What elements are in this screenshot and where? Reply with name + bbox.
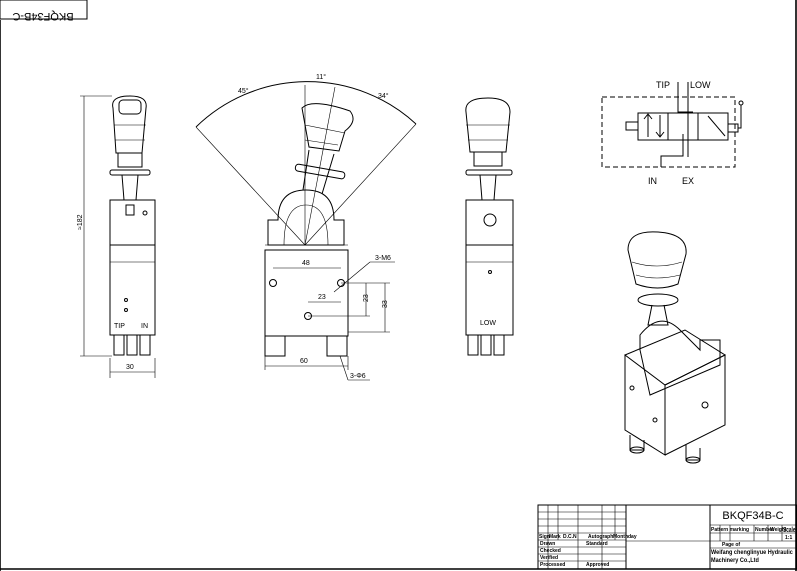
left-view: TIP IN ≈182 30 (77, 95, 156, 378)
number-label: Number (755, 527, 774, 533)
angle-label-left: 45° (238, 87, 249, 95)
port-label-in: IN (141, 323, 148, 330)
hole-note: 3-Φ6 (350, 373, 366, 380)
dimension-23-vertical: 23 (363, 294, 370, 302)
angle-label-right: 34° (378, 92, 389, 100)
schematic-tip: TIP (656, 80, 670, 90)
dimension-60: 60 (300, 358, 308, 365)
angle-label-center: 11° (316, 73, 326, 81)
processed-label: Processed (540, 562, 565, 568)
scale-value: 1:1 (785, 535, 792, 541)
model-number: BKQF34B-C (722, 510, 783, 522)
verified-label: Verified (540, 555, 558, 561)
company-name: Weifang chenglinyue Hydraulic Machinery … (711, 549, 793, 564)
schematic-in: IN (648, 176, 657, 186)
corner-label-text: BKQF34B-C (12, 10, 73, 22)
dimension-23-horizontal: 23 (318, 294, 326, 301)
corner-label: BKQF34B-C (0, 0, 88, 22)
side-view: LOW (465, 97, 514, 356)
hydraulic-schematic: TIP LOW IN EX (601, 80, 744, 186)
front-view: 45° 11° 34° 48 23 23 33 3-M6 60 3-Φ6 (195, 73, 417, 381)
date-label: Monthday (613, 534, 637, 540)
dimension-48: 48 (302, 260, 310, 267)
port-label-low: LOW (480, 320, 496, 327)
pattern-marking-label: Pattern marking (711, 527, 749, 533)
autograph-label: Autograph (588, 534, 613, 540)
dimension-33: 33 (382, 300, 389, 308)
schematic-ex: EX (682, 176, 694, 186)
height-dimension: ≈182 (77, 214, 84, 230)
mark-label: Mark (549, 534, 561, 540)
isometric-view (624, 231, 727, 464)
dcn-label: D.C.N (563, 534, 577, 540)
weight-label: Weight (770, 527, 787, 533)
approved-label: Approved (586, 562, 609, 568)
thread-note: 3-M6 (375, 255, 391, 262)
standard-label: Standard (586, 541, 608, 547)
schematic-low: LOW (690, 80, 711, 90)
page-of-label: Page of (722, 542, 740, 548)
drawn-label: Drawn (540, 541, 555, 547)
title-block: BKQF34B-C Pattern marking Number Weight … (537, 504, 797, 570)
checked-label: Checked (540, 548, 561, 554)
width-dimension: 30 (126, 364, 134, 371)
sign-label: Sign (539, 534, 550, 540)
scale-label: Scale (783, 527, 796, 534)
port-label-tip: TIP (114, 323, 125, 330)
